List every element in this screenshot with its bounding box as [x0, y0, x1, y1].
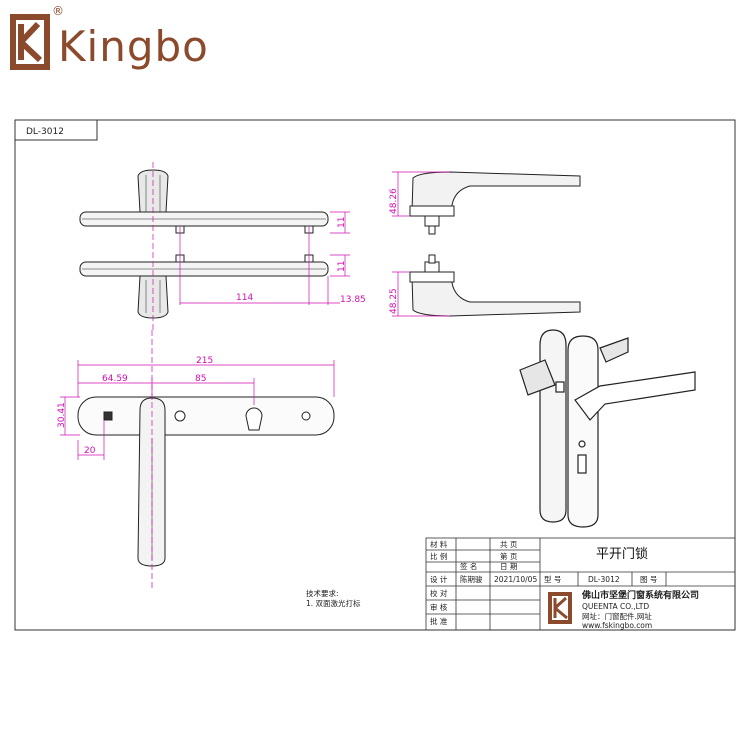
- kingbo-logo-icon: [10, 14, 50, 70]
- notes-title: 技术要求:: [306, 588, 339, 598]
- company-logo-icon: [548, 592, 572, 624]
- front-view-dimensions: [60, 330, 335, 590]
- dim-48-26: 48.26: [389, 188, 399, 214]
- tb-company-url: www.fskingbo.com: [582, 621, 652, 630]
- top-view-lower: [79, 254, 329, 319]
- side-view-dimensions: [392, 171, 450, 317]
- dim-30-41: 30.41: [57, 402, 67, 428]
- front-view: [77, 396, 335, 567]
- side-view-upper: [409, 171, 581, 235]
- drawing-frame: [14, 119, 736, 631]
- tb-material-label: 材 料: [430, 539, 448, 549]
- tb-design-label: 设 计: [430, 574, 448, 584]
- tb-company-cn: 佛山市坚堡门窗系统有限公司: [581, 589, 699, 601]
- dim-48-25: 48.25: [389, 288, 399, 314]
- tb-page-label: 第 页: [500, 551, 518, 561]
- tb-approve-label: 批 准: [430, 616, 448, 626]
- tb-model-label: 型 号: [544, 575, 561, 584]
- side-view-lower: [409, 254, 581, 317]
- tb-company-web: 网址：门窗配件.网址: [582, 611, 652, 621]
- tb-company-en: QUEENTA CO.,LTD: [582, 602, 649, 611]
- tb-product-name: 平开门锁: [596, 546, 648, 562]
- dim-11-upper: 11: [337, 217, 347, 228]
- dim-11-lower: 11: [337, 261, 347, 272]
- tb-model: DL-3012: [588, 575, 620, 584]
- model-label-box: [14, 119, 98, 141]
- tb-check-label: 校 对: [430, 588, 448, 598]
- model-label: DL-3012: [26, 127, 64, 137]
- registered-mark: ®: [52, 4, 64, 18]
- brand-name: Kingbo: [58, 22, 209, 71]
- title-block: [425, 537, 736, 631]
- tb-review-label: 审 核: [430, 602, 448, 612]
- notes-line-1: 1. 双面激光打标: [306, 598, 361, 608]
- top-view-upper: [79, 169, 329, 234]
- tb-total-label: 共 页: [500, 540, 518, 549]
- tb-sign-label: 签 名: [460, 561, 477, 571]
- dim-20: 20: [84, 446, 96, 456]
- top-view-dimensions: [152, 162, 350, 330]
- dim-114: 114: [236, 293, 253, 303]
- tb-scale-label: 比 例: [430, 551, 447, 561]
- tb-drawing-no-label: 图 号: [640, 575, 657, 584]
- tb-designer: 陈期骏: [460, 574, 483, 584]
- dim-215: 215: [196, 356, 213, 366]
- isometric-view: [519, 329, 696, 528]
- dim-13-85: 13.85: [340, 295, 366, 305]
- tb-date: 2021/10/05: [494, 575, 537, 584]
- dim-85: 85: [195, 374, 206, 384]
- dim-64-59: 64.59: [102, 374, 128, 384]
- tb-date-label: 日 期: [500, 562, 517, 571]
